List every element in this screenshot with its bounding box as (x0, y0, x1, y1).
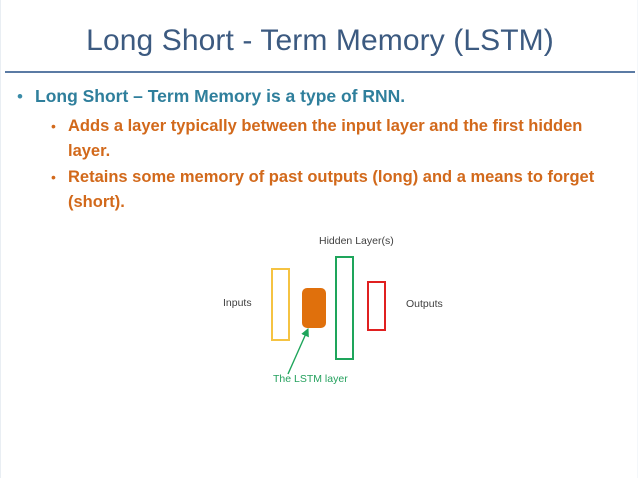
inputs-label: Inputs (223, 297, 252, 309)
bullet-marker-icon: • (17, 87, 23, 106)
bullet-marker-icon: • (51, 169, 56, 185)
outputs-layer-box (367, 281, 386, 331)
outputs-label: Outputs (406, 298, 443, 310)
bullet-level2-text: Adds a layer typically between the input… (68, 117, 583, 160)
lstm-architecture-diagram: Hidden Layer(s) Inputs Outputs The LSTM … (196, 228, 466, 398)
bullet-level2: • Retains some memory of past outputs (l… (51, 165, 621, 215)
lstm-pointer-arrow-icon (287, 327, 309, 375)
bullet-level1: • Long Short – Term Memory is a type of … (17, 85, 617, 108)
lstm-layer-box (302, 288, 326, 328)
hidden-layer-box (335, 256, 354, 360)
hidden-layer-label: Hidden Layer(s) (319, 235, 394, 247)
bullet-marker-icon: • (51, 118, 56, 134)
page-title: Long Short - Term Memory (LSTM) (86, 24, 554, 57)
bullet-sublist: • Adds a layer typically between the inp… (51, 114, 621, 216)
bullet-level2: • Adds a layer typically between the inp… (51, 114, 621, 164)
title-divider (5, 71, 635, 73)
inputs-layer-box (271, 268, 290, 341)
bullet-level2-text: Retains some memory of past outputs (lon… (68, 168, 595, 211)
lstm-layer-caption: The LSTM layer (273, 373, 348, 385)
bullet-level1-text: Long Short – Term Memory is a type of RN… (35, 86, 406, 106)
